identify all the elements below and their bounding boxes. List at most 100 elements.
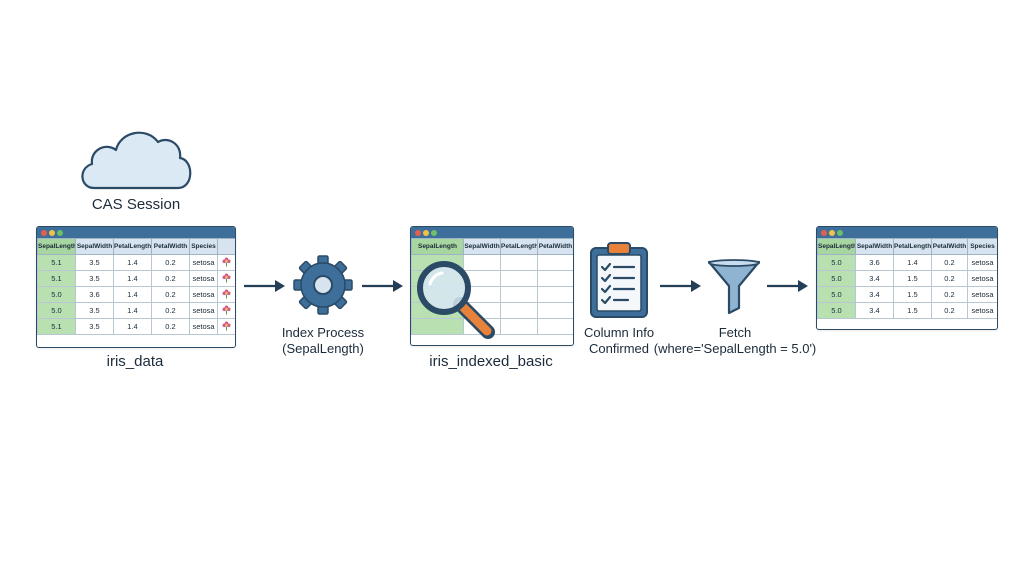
table-cell: 5.0 <box>817 254 856 271</box>
flow-arrow <box>244 280 285 292</box>
column-info-label: Column Info Confirmed <box>574 325 664 357</box>
table-cell: 0.2 <box>151 286 190 303</box>
funnel-icon <box>707 259 761 315</box>
minimize-dot-icon <box>829 230 835 236</box>
table-cell: setosa <box>967 302 997 319</box>
table-cell: 0.2 <box>931 286 968 303</box>
table-cell: 0.2 <box>151 270 190 287</box>
minimize-dot-icon <box>423 230 429 236</box>
table-cell: 1.4 <box>113 286 152 303</box>
table-cell: 0.2 <box>931 270 968 287</box>
column-header: PetalLength <box>113 238 152 255</box>
table-cell: 5.0 <box>817 286 856 303</box>
table-cell: 3.5 <box>75 254 114 271</box>
gear-icon <box>293 255 353 315</box>
column-header: PetalWidth <box>537 238 573 255</box>
table-cell: 0.2 <box>151 254 190 271</box>
cas-session-label: CAS Session <box>91 196 181 213</box>
maximize-dot-icon <box>57 230 63 236</box>
table-cell: 3.5 <box>75 270 114 287</box>
window-titlebar <box>37 227 235 238</box>
fetch-result-table-window: SepalLength SepalWidth PetalLength Petal… <box>816 226 998 330</box>
table-cell: 5.0 <box>37 286 76 303</box>
table-cell: 1.5 <box>893 286 932 303</box>
table-cell: 5.0 <box>817 302 856 319</box>
column-header: SepalWidth <box>75 238 114 255</box>
table-cell: 1.4 <box>113 302 152 319</box>
table-cell: 5.0 <box>817 270 856 287</box>
table-cell: 3.5 <box>75 318 114 335</box>
table-cell: setosa <box>189 318 218 335</box>
table-cell: 1.4 <box>113 254 152 271</box>
index-process-column: (SepalLength) <box>282 341 364 356</box>
column-header: PetalLength <box>500 238 538 255</box>
flower-icon <box>217 286 235 303</box>
maximize-dot-icon <box>431 230 437 236</box>
window-titlebar <box>411 227 573 238</box>
fetch-title: Fetch <box>718 325 752 340</box>
flow-arrow <box>362 280 403 292</box>
column-header: Species <box>189 238 218 255</box>
table-cell: setosa <box>189 302 218 319</box>
close-dot-icon <box>415 230 421 236</box>
flow-arrow <box>660 280 701 292</box>
table-cell: 0.2 <box>151 302 190 319</box>
minimize-dot-icon <box>49 230 55 236</box>
column-info-status: Confirmed <box>589 341 649 356</box>
table-cell: setosa <box>189 270 218 287</box>
table-cell: 0.2 <box>931 254 968 271</box>
close-dot-icon <box>821 230 827 236</box>
table-row <box>411 318 573 335</box>
table-cell: 1.4 <box>893 254 932 271</box>
table-header-row: SepalLength SepalWidth PetalLength Petal… <box>411 238 573 255</box>
column-header: SepalWidth <box>463 238 501 255</box>
table-cell: setosa <box>189 286 218 303</box>
table-cell: 1.4 <box>113 270 152 287</box>
iris-indexed-basic-label: iris_indexed_basic <box>429 353 553 370</box>
clipboard-checklist-icon <box>590 242 648 318</box>
table-cell: setosa <box>189 254 218 271</box>
column-header: SepalLength <box>411 238 464 255</box>
table-row <box>411 254 573 271</box>
column-header: PetalLength <box>893 238 932 255</box>
table-cell: 1.4 <box>113 318 152 335</box>
column-header: Species <box>967 238 997 255</box>
table-header-row: SepalLength SepalWidth PetalLength Petal… <box>817 238 997 255</box>
table-cell: 3.5 <box>75 302 114 319</box>
table-cell: 5.1 <box>37 254 76 271</box>
magnifier-icon <box>417 261 495 339</box>
column-header <box>217 238 235 255</box>
iris-indexed-table-window: SepalLength SepalWidth PetalLength Petal… <box>410 226 574 346</box>
table-cell: 5.0 <box>37 302 76 319</box>
column-header: SepalLength <box>817 238 856 255</box>
fetch-result-table: SepalLength SepalWidth PetalLength Petal… <box>817 238 997 319</box>
flower-icon <box>217 270 235 287</box>
iris-data-table: SepalLength SepalWidth PetalLength Petal… <box>37 238 235 335</box>
column-header: SepalWidth <box>855 238 894 255</box>
table-cell: 3.6 <box>75 286 114 303</box>
table-header-row: SepalLength SepalWidth PetalLength Petal… <box>37 238 235 255</box>
index-process-label: Index Process (SepalLength) <box>262 325 384 357</box>
iris-data-table-window: SepalLength SepalWidth PetalLength Petal… <box>36 226 236 348</box>
flower-icon <box>217 302 235 319</box>
table-cell: 1.5 <box>893 270 932 287</box>
column-header: PetalWidth <box>151 238 190 255</box>
table-cell: setosa <box>967 270 997 287</box>
flower-icon <box>217 318 235 335</box>
iris-indexed-table: SepalLength SepalWidth PetalLength Petal… <box>411 238 573 335</box>
column-header: SepalLength <box>37 238 76 255</box>
table-cell: 5.1 <box>37 270 76 287</box>
table-cell: 0.2 <box>931 302 968 319</box>
table-cell: 0.2 <box>151 318 190 335</box>
iris-data-label: iris_data <box>106 353 164 370</box>
close-dot-icon <box>41 230 47 236</box>
column-info-title: Column Info <box>583 325 655 340</box>
window-titlebar <box>817 227 997 238</box>
